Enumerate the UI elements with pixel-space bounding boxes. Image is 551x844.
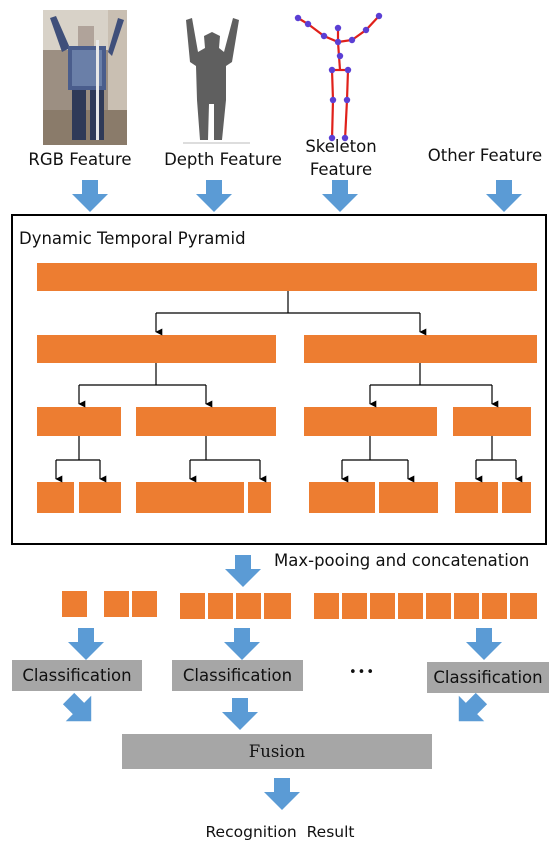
fusion-box: Fusion (122, 734, 432, 769)
pooled-block (264, 593, 291, 619)
pyramid-level0-segment (37, 263, 537, 291)
down-arrow-result (264, 778, 300, 810)
pyramid-level3-segment-7 (455, 482, 498, 513)
pooled-block (370, 593, 395, 619)
classification-box-3: Classification (427, 662, 549, 693)
pooled-block (62, 591, 87, 617)
recognition-result-label: Recognition Result (205, 823, 355, 841)
pyramid-level2-segment-4 (453, 407, 531, 436)
pooled-block (342, 593, 367, 619)
classification-box-1: Classification (12, 660, 142, 691)
classification-label: Classification (22, 666, 132, 685)
diag-arrow-left (62, 692, 92, 722)
down-arrow-depth (196, 180, 232, 212)
pooled-block (132, 591, 157, 617)
down-arrow-classify-2 (224, 628, 260, 660)
pooled-block (236, 593, 261, 619)
down-arrow-classify-3 (466, 628, 502, 660)
pyramid-level3-segment-8 (502, 482, 531, 513)
classification-box-2: Classification (172, 660, 303, 691)
ellipsis: ••• (348, 665, 375, 680)
classification-label: Classification (182, 666, 293, 685)
temporal-pyramid-frame (11, 214, 547, 545)
pyramid-level3-segment-1 (37, 482, 74, 513)
skeleton-feature-label-line1: Skeleton (305, 137, 377, 156)
pyramid-level3-segment-3 (136, 482, 244, 513)
pyramid-level2-segment-2 (136, 407, 276, 436)
diag-arrow-right (458, 692, 488, 722)
pooled-block (104, 591, 129, 617)
pooled-block (426, 593, 451, 619)
pyramid-level2-segment-1 (37, 407, 121, 436)
down-arrow-skeleton (322, 180, 358, 212)
depth-feature-label: Depth Feature (164, 150, 282, 169)
pyramid-level1-segment-2 (304, 335, 537, 363)
down-arrow-fusion-center (222, 698, 258, 730)
pyramid-level3-segment-5 (309, 482, 375, 513)
pyramid-level1-segment-1 (37, 335, 276, 363)
down-arrow-pooling (225, 555, 261, 587)
rgb-feature-label: RGB Feature (28, 150, 132, 169)
pyramid-level2-segment-3 (304, 407, 437, 436)
pyramid-level3-segment-4 (248, 482, 271, 513)
pooled-block (180, 593, 205, 619)
pooled-block (314, 593, 339, 619)
fusion-label: Fusion (248, 742, 306, 761)
pooled-block (454, 593, 479, 619)
pooled-block (398, 593, 423, 619)
pooled-block (208, 593, 233, 619)
pooled-block (482, 593, 507, 619)
down-arrow-rgb (72, 180, 108, 212)
pyramid-level3-segment-2 (79, 482, 121, 513)
other-feature-label: Other Feature (427, 146, 543, 165)
pooled-block (510, 593, 537, 619)
classification-label: Classification (433, 668, 543, 687)
down-arrow-other (486, 180, 522, 212)
pooling-label: Max-pooing and concatenation (274, 551, 530, 570)
pyramid-level3-segment-6 (379, 482, 438, 513)
down-arrow-classify-1 (68, 628, 104, 660)
skeleton-feature-label-line2: Feature (309, 160, 373, 179)
pyramid-title: Dynamic Temporal Pyramid (19, 229, 246, 248)
